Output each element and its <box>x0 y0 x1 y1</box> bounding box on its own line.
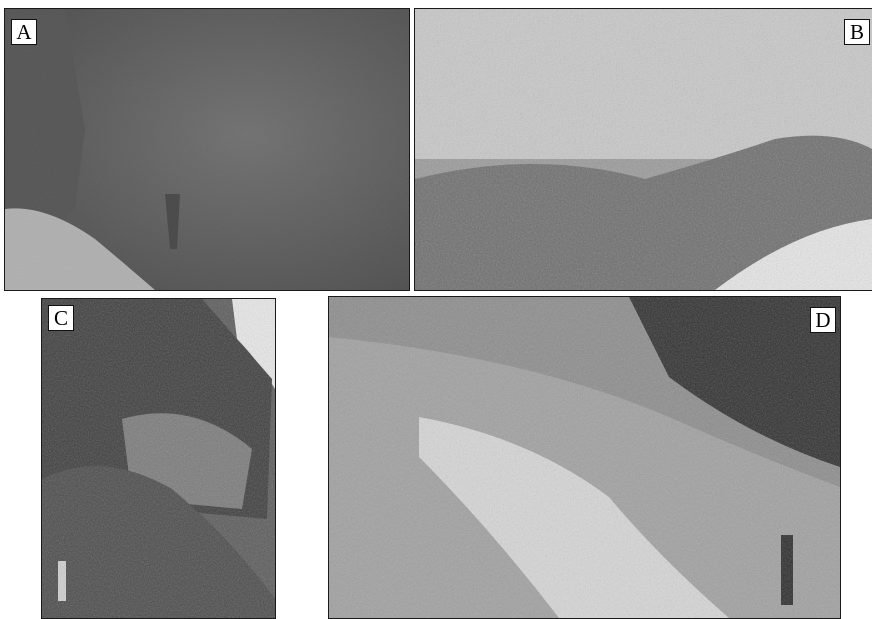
panel-label-a: A <box>11 19 37 45</box>
panel-label-d: D <box>810 307 836 333</box>
photo-panel-b: B <box>414 8 872 291</box>
panel-label-c: C <box>48 305 74 331</box>
photo-outcrop-hammer <box>5 9 409 290</box>
panel-label-b: B <box>844 19 870 45</box>
photo-panel-c: C <box>41 298 276 619</box>
photo-panel-d: D <box>328 296 841 619</box>
photo-rock-face-person <box>42 299 275 618</box>
photo-panel-a: A <box>4 8 410 291</box>
photo-outcrop-tree <box>415 9 872 290</box>
photo-hillside-person <box>329 297 840 618</box>
